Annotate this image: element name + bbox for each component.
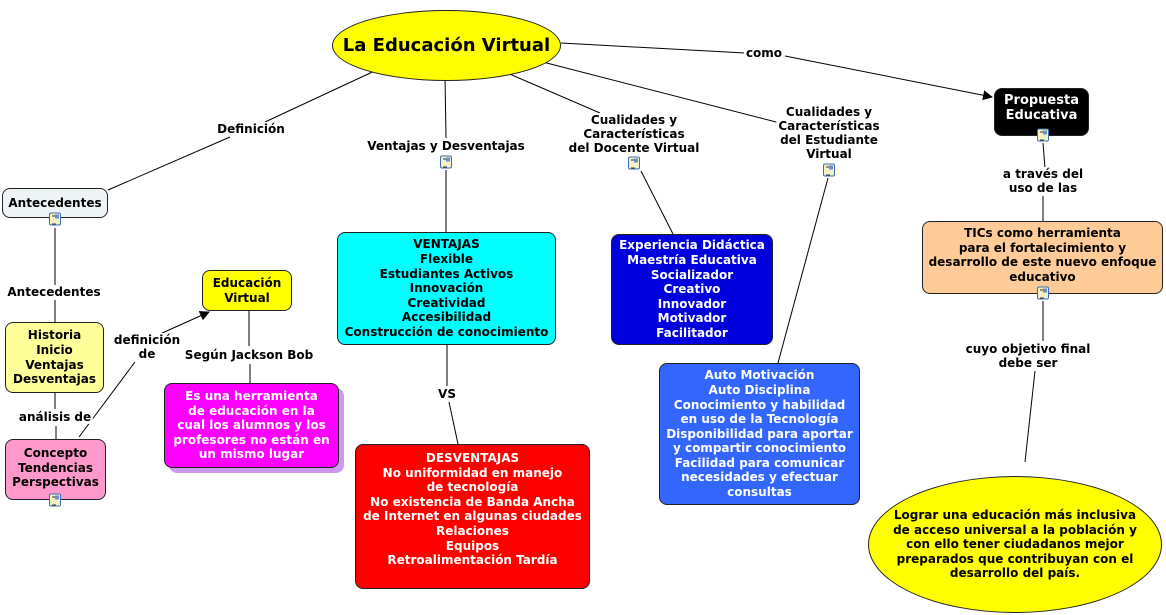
concept-text: VENTAJAS Flexible Estudiantes Activos In…	[344, 237, 549, 339]
link-label-segun[interactable]: Según Jackson Bob	[182, 348, 316, 362]
concept-propuesta-educativa[interactable]: Propuesta Educativa	[994, 88, 1089, 136]
concept-text: Historia Inicio Ventajas Desventajas	[13, 328, 96, 387]
resource-icon[interactable]	[628, 156, 640, 170]
link-label-definicion[interactable]: Definición	[215, 122, 287, 136]
concept-historia[interactable]: Historia Inicio Ventajas Desventajas	[5, 322, 104, 393]
link-label-vs[interactable]: VS	[436, 387, 458, 401]
resource-icon[interactable]	[1037, 128, 1049, 142]
main-concept-title: La Educación Virtual	[342, 35, 551, 56]
resource-icon[interactable]	[440, 155, 452, 169]
concept-definicion-texto[interactable]: Es una herramienta de educación en la cu…	[164, 383, 339, 468]
concept-tics[interactable]: TICs como herramienta para el fortalecim…	[922, 221, 1163, 294]
concept-text: Educación Virtual	[212, 275, 282, 305]
concept-docente[interactable]: Experiencia Didáctica Maestría Educativa…	[611, 234, 773, 345]
link-label-cualidades-docente[interactable]: Cualidades y Características del Docente…	[566, 113, 702, 155]
link-label-a-traves[interactable]: a través del uso de las	[1000, 167, 1086, 195]
concept-text: Lograr una educación más inclusiva de ac…	[893, 508, 1137, 581]
concept-text: Concepto Tendencias Perspectivas	[12, 446, 99, 490]
resource-icon[interactable]	[823, 163, 835, 177]
link-label-como[interactable]: como	[743, 46, 785, 60]
concept-desventajas[interactable]: DESVENTAJAS No uniformidad en manejo de …	[355, 444, 590, 589]
concept-ventajas[interactable]: VENTAJAS Flexible Estudiantes Activos In…	[337, 232, 556, 345]
concept-text: Experiencia Didáctica Maestría Educativa…	[619, 238, 765, 340]
concept-objetivo-final[interactable]: Lograr una educación más inclusiva de ac…	[868, 476, 1162, 613]
link-label-definicion-de[interactable]: definición de	[111, 333, 183, 361]
main-concept-ellipse[interactable]: La Educación Virtual	[332, 10, 561, 81]
link-label-analisis-de[interactable]: análisis de	[16, 410, 94, 424]
resource-icon[interactable]	[49, 493, 61, 507]
concept-text: Es una herramienta de educación en la cu…	[173, 389, 330, 462]
concept-estudiante[interactable]: Auto Motivación Auto Disciplina Conocimi…	[659, 363, 860, 505]
link-label-ventajas-desventajas[interactable]: Ventajas y Desventajas	[365, 139, 527, 153]
concept-concepto-tendencias[interactable]: Concepto Tendencias Perspectivas	[5, 439, 106, 500]
resource-icon[interactable]	[1037, 286, 1049, 300]
concept-text: DESVENTAJAS No uniformidad en manejo de …	[363, 451, 582, 568]
concept-educacion-virtual[interactable]: Educación Virtual	[202, 270, 292, 311]
link-label-antecedentes[interactable]: Antecedentes	[5, 285, 103, 299]
resource-icon[interactable]	[49, 212, 61, 226]
concept-text: Propuesta Educativa	[1004, 93, 1079, 123]
concept-text: TICs como herramienta para el fortalecim…	[928, 226, 1157, 284]
link-label-cuyo-objetivo[interactable]: cuyo objetivo final debe ser	[963, 342, 1093, 370]
link-label-cualidades-estudiante[interactable]: Cualidades y Características del Estudia…	[776, 105, 882, 161]
concept-text: Auto Motivación Auto Disciplina Conocimi…	[666, 368, 853, 500]
concept-text: Antecedentes	[8, 195, 102, 210]
